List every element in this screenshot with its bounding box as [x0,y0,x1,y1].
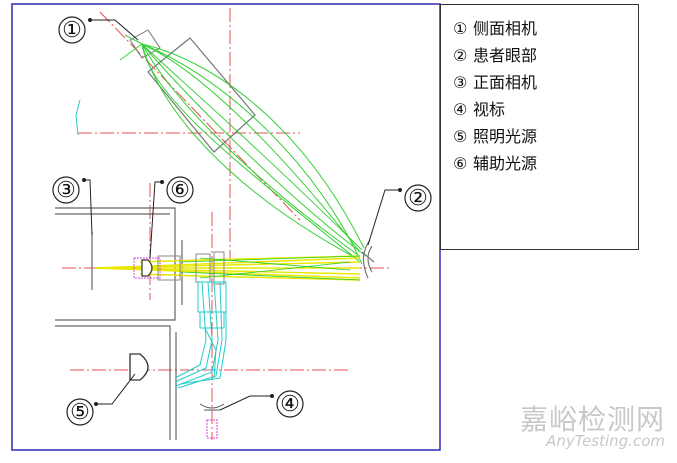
callout-4: ④ [219,390,304,418]
watermark-en: AnyTesting.com [546,432,665,450]
green-rays [119,34,367,265]
watermark-cn: 嘉峪检测网 [519,403,665,436]
svg-text:①: ① [62,18,82,43]
cyan-rays [174,281,227,389]
axis-lenses [157,251,225,285]
svg-text:⑥: ⑥ [170,178,190,203]
svg-text:②: ② [408,186,428,211]
callout-3: ③ [52,176,93,236]
callout-1: ① [58,16,139,44]
callout-5: ⑤ [66,373,136,426]
svg-text:④: ④ [280,392,300,417]
svg-text:⑤: ⑤ [70,400,90,425]
side-camera [129,29,256,153]
fixation-target [199,403,225,439]
yellow-rays [94,255,361,281]
aux-light-source [133,257,161,279]
svg-text:③: ③ [56,178,76,203]
callout-6: ⑥ [149,176,194,259]
eye-symbol [361,239,375,279]
illumination-light-source [129,353,149,381]
front-camera-body [55,207,183,440]
diagram-frame [11,3,441,451]
callout-2: ② [367,184,432,246]
cyan-stray-mark [75,99,81,136]
